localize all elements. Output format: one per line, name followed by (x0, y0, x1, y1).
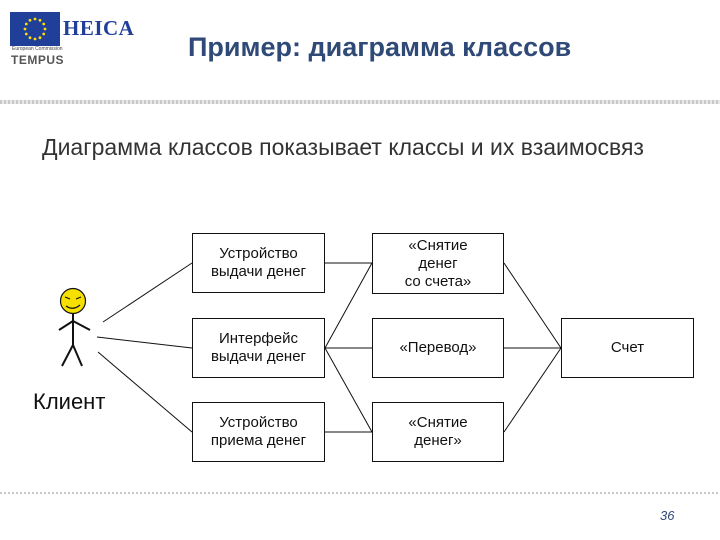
actor-label: Клиент (33, 389, 106, 414)
connection-line (102, 262, 193, 323)
connection-lines (96, 262, 562, 433)
page-number: 36 (660, 508, 675, 523)
connection-line (324, 347, 373, 433)
connection-line (96, 336, 193, 349)
class-box-withdraw-from-account: «Снятие денег со счета» (372, 233, 504, 294)
intro-text: Диаграмма классов показывает классы и их… (42, 134, 644, 160)
class-box-withdraw: «Снятие денег» (372, 402, 504, 462)
class-box-atm-receive: Устройство приема денег (192, 402, 325, 462)
connection-line (324, 262, 373, 349)
class-box-account: Счет (561, 318, 694, 378)
class-box-transfer: «Перевод» (372, 318, 504, 378)
tempus-logo-text: TEMPUS (11, 53, 65, 67)
connection-line (503, 347, 562, 433)
class-box-atm-dispense: Устройство выдачи денег (192, 233, 325, 293)
footer-divider (0, 492, 720, 494)
european-commission-text: European Commission (12, 46, 63, 52)
header-divider (0, 100, 720, 104)
eu-flag-icon (10, 12, 60, 46)
heica-tempus-logo: HEICA European Commission TEMPUS (10, 12, 134, 68)
connection-line (503, 262, 562, 349)
connection-line (97, 351, 193, 433)
actor-stick-figure-icon (58, 287, 91, 367)
slide-title: Пример: диаграмма классов (188, 32, 572, 62)
heica-logo-text: HEICA (63, 16, 135, 40)
class-box-atm-interface: Интерфейс выдачи денег (192, 318, 325, 378)
